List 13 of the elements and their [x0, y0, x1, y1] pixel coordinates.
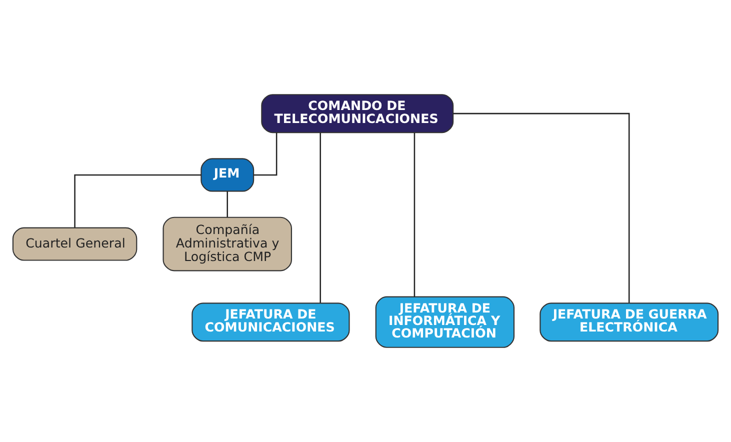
connector: [320, 132, 321, 303]
node-box: JEFATURA DE COMUNICACIONES: [192, 302, 350, 342]
node-box: COMANDO DE TELECOMUNICACIONES: [261, 94, 454, 134]
node-box: JEM: [200, 158, 254, 192]
node-box: JEFATURA DE INFORMÁTICA Y COMPUTACIÓN: [375, 296, 515, 348]
connector: [414, 132, 416, 297]
connector: [74, 174, 202, 228]
connector: [226, 191, 228, 218]
node-box: Cuartel General: [12, 227, 138, 261]
node-box: JEFATURA DE GUERRA ELECTRÓNICA: [540, 302, 719, 342]
node-box: Compañía Administrativa y Logística CMP: [162, 216, 292, 272]
connector: [254, 132, 278, 176]
connector: [453, 112, 630, 303]
